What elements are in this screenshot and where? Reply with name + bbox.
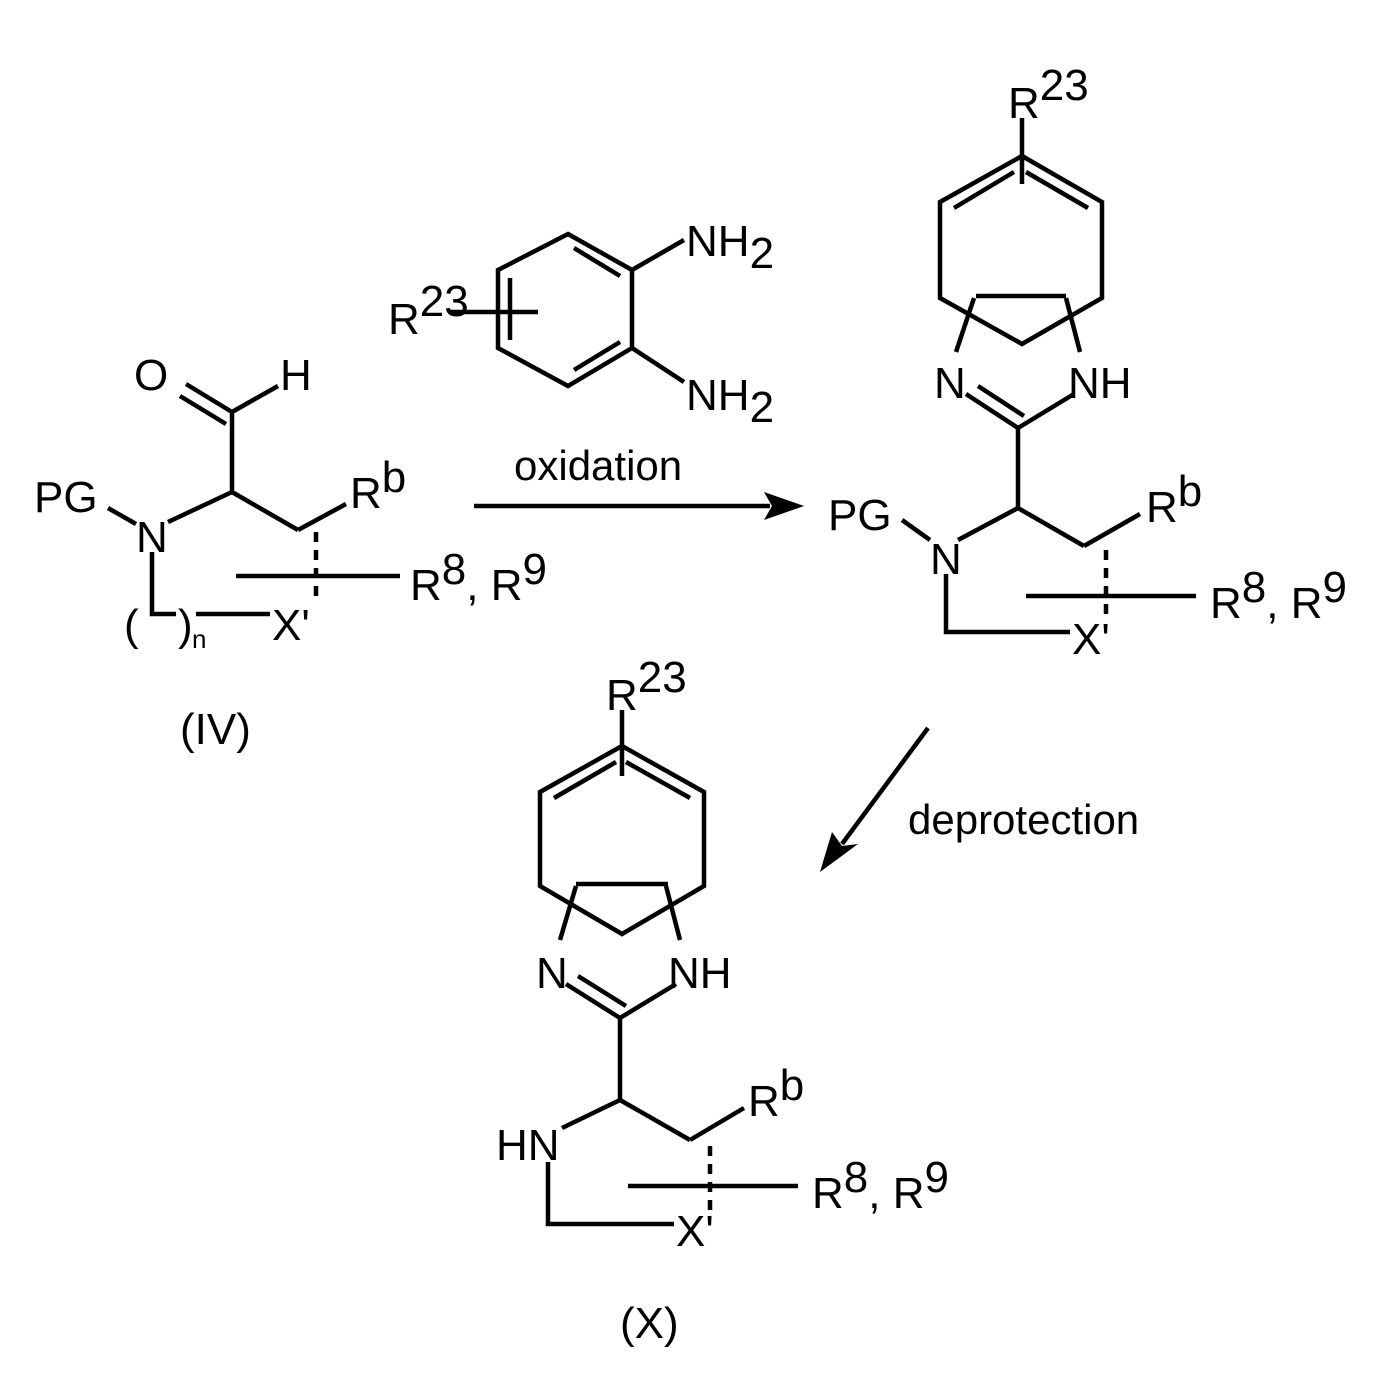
x-atom-label: X' <box>272 601 310 650</box>
svg-text:R23: R23 <box>606 653 687 720</box>
r9-label: , R <box>1266 579 1322 628</box>
imidazole-bond-c-n <box>560 886 576 940</box>
rb-superscript: b <box>780 1061 804 1110</box>
r9-label: , R <box>868 1169 924 1218</box>
compound-iv: O H PG N Rb R8, R9 ( ) n X' (IV) <box>34 351 547 754</box>
x-atom-label: X' <box>676 1207 714 1256</box>
r9-superscript: 9 <box>925 1153 949 1202</box>
compound-iv-label: (IV) <box>180 705 251 754</box>
bond-nh-to-alpha-c <box>562 1100 620 1128</box>
bond-pg-to-n <box>108 508 136 524</box>
svg-text:R8, R9: R8, R9 <box>1210 563 1347 628</box>
r23-label: R <box>388 295 420 344</box>
ring-inner-double-2 <box>574 342 620 370</box>
reagent-diamine: NH2 NH2 R23 <box>388 217 774 432</box>
bond-aldehyde-c-o-double-a <box>186 384 232 412</box>
svg-text:NH2: NH2 <box>686 371 774 432</box>
imidazole-n-label: N <box>536 949 568 998</box>
bond-alpha-to-beta-c <box>1018 508 1084 546</box>
r8-superscript: 8 <box>1242 563 1266 612</box>
deprotection-step: deprotection <box>820 728 1139 872</box>
imidazole-nh-label: NH <box>668 949 732 998</box>
bond-n-to-x <box>946 574 1070 632</box>
r9-superscript: 9 <box>1323 563 1347 612</box>
r23-label: R <box>1008 79 1040 128</box>
svg-text:R8, R9: R8, R9 <box>410 545 547 610</box>
imidazole-bond-n-c2-double <box>578 976 626 1006</box>
nitrogen-atom-label: N <box>136 513 168 562</box>
oxygen-atom-label: O <box>134 351 168 400</box>
bond-to-nh2-top <box>632 240 684 270</box>
chain-paren-close: ) <box>178 601 193 650</box>
x-atom-label: X' <box>1072 615 1110 664</box>
r8-label: R <box>812 1169 844 1218</box>
svg-text:Rb: Rb <box>1146 467 1202 532</box>
intermediate-compound: R23 N NH PG N Rb R8, R9 X' <box>828 61 1347 664</box>
bond-n-to-alpha-c <box>958 508 1018 540</box>
bond-aldehyde-c-h <box>232 386 278 412</box>
rb-label: R <box>350 469 382 518</box>
imidazole-n-label: N <box>934 359 966 408</box>
r8-label: R <box>1210 579 1242 628</box>
bond-alpha-to-beta-c <box>232 492 298 530</box>
imidazole-bond-n-c2 <box>966 394 1018 428</box>
bond-nh-to-x <box>548 1162 674 1224</box>
chain-paren-open: ( <box>124 601 139 650</box>
rb-superscript: b <box>382 453 406 502</box>
nh2-top-label: NH <box>686 217 750 266</box>
svg-text:R8, R9: R8, R9 <box>812 1153 949 1218</box>
pyrrolidine-n-label: N <box>930 535 962 584</box>
bond-aldehyde-c-o-double-b <box>180 396 226 424</box>
svg-text:R23: R23 <box>388 277 469 344</box>
r8-superscript: 8 <box>442 545 466 594</box>
svg-text:NH2: NH2 <box>686 217 774 278</box>
hn-label: HN <box>496 1121 560 1170</box>
nh2-top-subscript: 2 <box>750 229 774 278</box>
r9-label: , R <box>466 561 522 610</box>
bond-to-nh2-bottom <box>632 348 684 382</box>
r8-label: R <box>410 561 442 610</box>
bond-pg-to-n <box>902 520 930 540</box>
r23-superscript: 23 <box>638 653 687 702</box>
imidazole-bond-c-nh <box>666 886 680 940</box>
nh2-bottom-subscript: 2 <box>750 383 774 432</box>
aldehyde-h-label: H <box>280 351 312 400</box>
imidazole-bond-n-c2 <box>566 984 620 1018</box>
bond-beta-to-rb <box>690 1108 744 1140</box>
oxidation-label: oxidation <box>514 442 682 489</box>
imidazole-bond-c-nh <box>1066 298 1080 352</box>
imidazole-nh-label: NH <box>1068 359 1132 408</box>
chain-n-subscript: n <box>192 624 206 654</box>
benzo-ring <box>940 156 1102 344</box>
rb-label: R <box>748 1077 780 1126</box>
r9-superscript: 9 <box>523 545 547 594</box>
rb-label: R <box>1146 483 1178 532</box>
compound-x-label: (X) <box>620 1299 679 1348</box>
deprotection-arrow-head <box>820 832 858 872</box>
bond-beta-c-to-rb <box>298 504 346 530</box>
pg-label: PG <box>828 491 892 540</box>
imidazole-bond-n-c2-double <box>978 386 1024 416</box>
bond-beta-to-rb <box>1084 514 1140 546</box>
deprotection-label: deprotection <box>908 796 1139 843</box>
nh2-bottom-label: NH <box>686 371 750 420</box>
r23-superscript: 23 <box>1040 61 1089 110</box>
oxidation-step: oxidation <box>474 442 804 520</box>
bond-alpha-to-beta-c <box>620 1100 690 1140</box>
r23-superscript: 23 <box>420 277 469 326</box>
svg-text:Rb: Rb <box>350 453 406 518</box>
rb-superscript: b <box>1178 467 1202 516</box>
svg-text:R23: R23 <box>1008 61 1089 128</box>
compound-x: R23 N NH HN Rb R8, R9 X' (X) <box>496 653 949 1348</box>
pg-label: PG <box>34 473 98 522</box>
r23-label: R <box>606 671 638 720</box>
svg-text:Rb: Rb <box>748 1061 804 1126</box>
r8-superscript: 8 <box>844 1153 868 1202</box>
bond-n-to-alpha-c <box>168 492 232 522</box>
imidazole-bond-c2-nh <box>1018 394 1074 428</box>
